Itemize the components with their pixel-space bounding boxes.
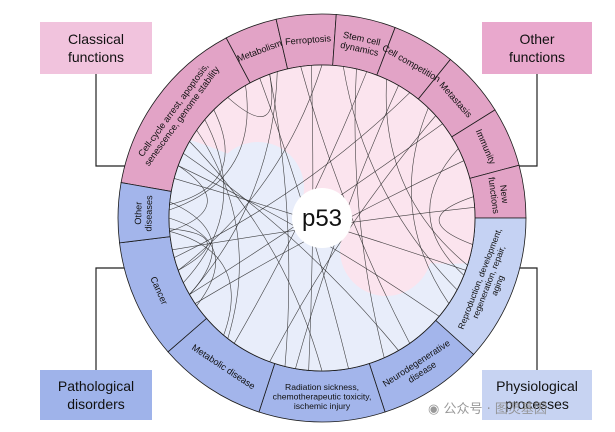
segment-label-new-functions: Newfunctions: [486, 175, 511, 215]
interaction-link: [411, 107, 450, 304]
segment-label-radiation: Radiation sickness,chemotherapeutic toxi…: [273, 382, 372, 411]
box-line-2: functions: [67, 49, 125, 65]
interaction-link: [168, 217, 216, 306]
other-functions-box: Other functions: [482, 22, 592, 74]
outer-ring: [117, 13, 527, 423]
center-circle: [292, 188, 352, 248]
interaction-link: [169, 231, 232, 336]
interaction-link: [385, 79, 468, 266]
pathological-disorders-box: Pathological disorders: [40, 370, 152, 420]
interaction-link: [169, 85, 248, 211]
interaction-link: [169, 228, 208, 271]
interaction-link: [196, 130, 240, 339]
interaction-link: [178, 64, 323, 271]
p53-center: p53: [292, 188, 352, 248]
interaction-link: [189, 141, 323, 372]
box-line-1: Classical: [67, 31, 124, 47]
box-line-2: disorders: [67, 396, 125, 412]
interaction-link: [169, 165, 208, 232]
interaction-link: [342, 66, 458, 291]
classical-functions-box: Classical functions: [40, 22, 152, 74]
watermark-text: 公众号 · 图灵基因: [443, 402, 547, 417]
interaction-link: [227, 74, 273, 117]
box-line-1: Pathological: [57, 378, 135, 394]
inner-blue-lobe: [212, 142, 304, 234]
interaction-link: [189, 71, 278, 295]
interaction-link: [183, 153, 399, 351]
physiological-processes-box: Physiological processes: [482, 370, 592, 420]
center-label: p53: [302, 205, 342, 232]
interaction-link: [429, 148, 465, 276]
segment-label-other-diseases: Otherdiseases: [133, 195, 154, 232]
interaction-link: [169, 201, 213, 295]
interaction-link: [183, 119, 225, 283]
box-line-2: processes: [505, 396, 569, 412]
box-line-2: functions: [508, 49, 566, 65]
inner-pink-lobe: [340, 204, 432, 296]
interaction-link: [439, 196, 474, 245]
wechat-icon: ◉: [428, 402, 440, 417]
box-line-1: Physiological: [496, 378, 578, 394]
interaction-link: [169, 109, 226, 205]
segment-label-ferroptosis: Ferroptosis: [285, 33, 332, 47]
watermark: ◉ 公众号 · 图灵基因: [428, 398, 547, 417]
box-line-1: Other: [519, 31, 555, 47]
